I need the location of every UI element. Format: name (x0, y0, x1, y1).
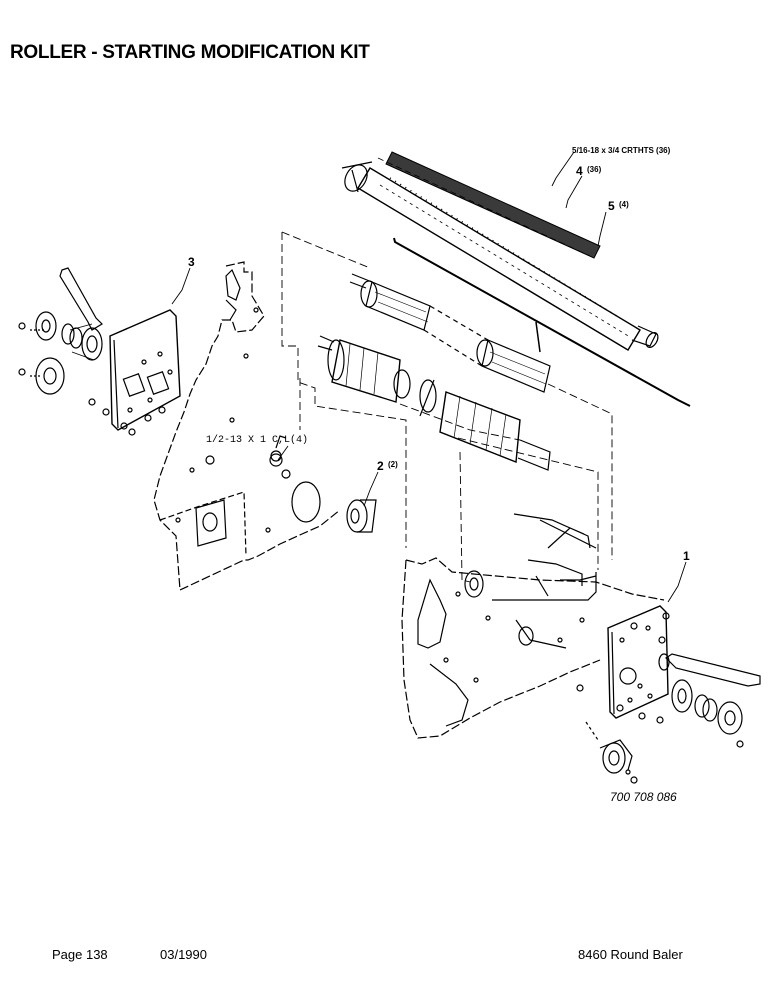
middle-roller (349, 273, 551, 393)
item4-number: 4 (576, 164, 583, 178)
page-number: Page 138 (52, 947, 108, 962)
item1-number: 1 (683, 549, 690, 563)
model-name: 8460 Round Baler (578, 947, 683, 962)
item2-number: 2 (377, 459, 384, 473)
right-bearing-assembly (576, 653, 761, 748)
item3-number: 3 (188, 255, 195, 269)
item5-qty: (4) (619, 200, 629, 209)
wear-strip (377, 151, 601, 259)
lower-roller-left (317, 335, 411, 403)
left-bearing-assembly (18, 267, 166, 436)
assembly-leader-lines (281, 231, 613, 583)
left-side-panel (153, 261, 341, 591)
lower-roller-right (419, 379, 551, 471)
figure-number: 700 708 086 (610, 790, 677, 804)
lower-flange (585, 721, 638, 784)
alignment-rod (393, 237, 691, 407)
bolt-spec-label: 1/2-13 X 1 C,L(4) (206, 434, 308, 446)
page-title: ROLLER - STARTING MODIFICATION KIT (10, 42, 370, 63)
item2-qty: (2) (388, 460, 398, 469)
upper-roller (341, 161, 659, 351)
left-bearing-plate (109, 309, 181, 431)
right-bearing-plate (607, 605, 670, 719)
revision-date: 03/1990 (160, 947, 207, 962)
item4-qty: (36) (587, 165, 602, 174)
hardware-spec-label: 5/16-18 x 3/4 CRTHTS (36) (572, 146, 671, 155)
right-side-panel (401, 513, 665, 739)
callout-leaders (171, 151, 687, 603)
item5-number: 5 (608, 199, 615, 213)
item2-hub (346, 499, 377, 533)
